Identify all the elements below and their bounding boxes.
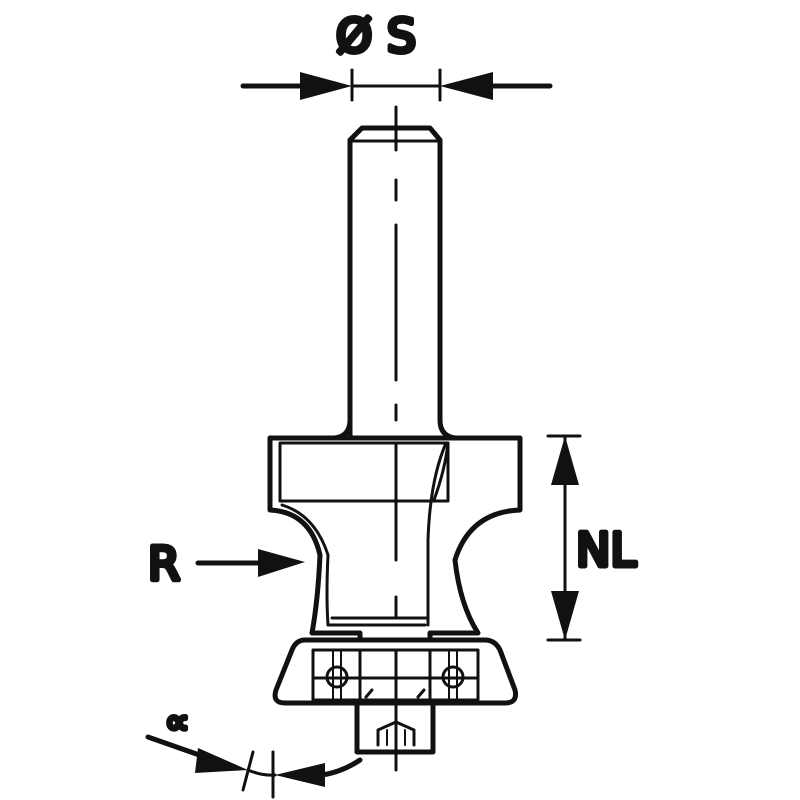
nut (354, 700, 436, 755)
radius-label: R (148, 537, 180, 591)
shank-diameter-label: Ø S (336, 9, 416, 63)
length-dimension (546, 434, 582, 642)
shank-diameter-dimension (240, 68, 553, 102)
angle-label: ∝ (165, 702, 189, 742)
angle-dimension (145, 734, 363, 799)
bearing (272, 637, 518, 706)
radius-arrow (195, 549, 305, 577)
length-label: NL (576, 523, 636, 577)
cutter-body (267, 435, 523, 643)
